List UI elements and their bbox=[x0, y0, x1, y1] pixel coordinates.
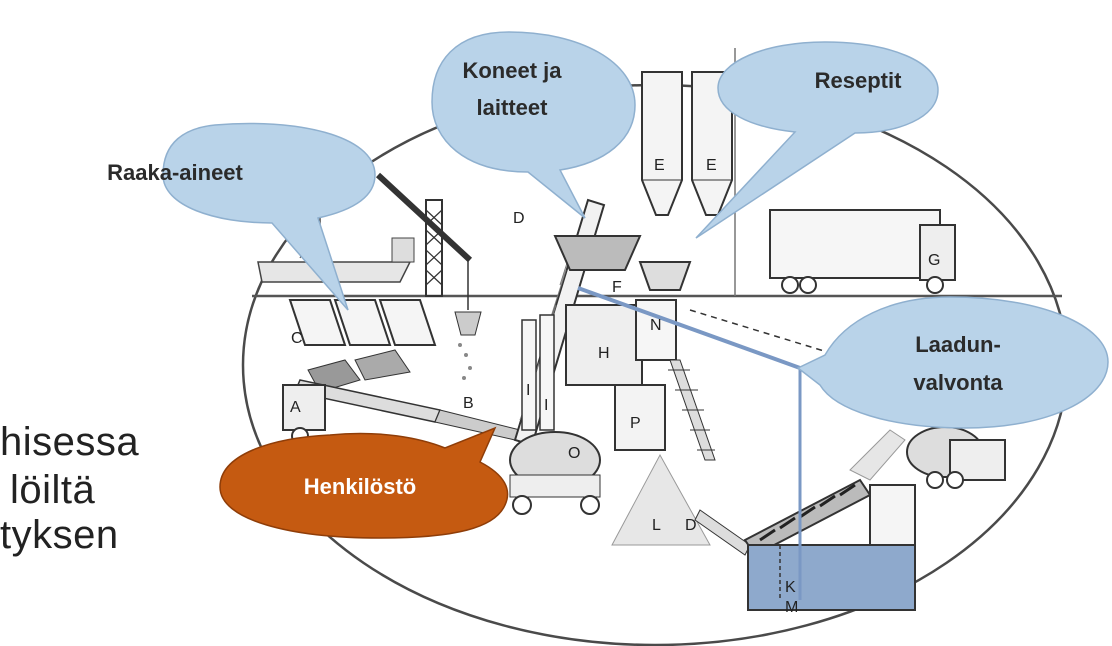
label-d2: D bbox=[685, 517, 697, 534]
label-a: A bbox=[290, 399, 301, 416]
label-l: L bbox=[652, 517, 661, 534]
label-i2: I bbox=[544, 397, 548, 414]
cement-truck bbox=[769, 209, 956, 294]
water-tank bbox=[747, 368, 916, 611]
side-text-line-3: tyksen bbox=[0, 513, 119, 557]
mixer-truck bbox=[509, 431, 601, 515]
crane-illustration bbox=[375, 172, 482, 380]
label-h: H bbox=[598, 345, 610, 362]
label-m: M bbox=[785, 599, 798, 616]
label-d: D bbox=[513, 210, 525, 227]
label-f: F bbox=[612, 279, 622, 296]
callout-recipes-text: Reseptit bbox=[815, 68, 902, 93]
callout-machines-line2: laitteet bbox=[477, 95, 549, 120]
label-e1: E bbox=[654, 157, 665, 174]
label-c: C bbox=[291, 330, 303, 347]
label-g: G bbox=[928, 252, 940, 269]
callout-raw-materials-text: Raaka-aineet bbox=[107, 160, 243, 185]
callout-personnel-text: Henkilöstö bbox=[304, 474, 416, 499]
stockpile-and-conveyor bbox=[611, 453, 751, 556]
label-p: P bbox=[630, 415, 641, 432]
callout-quality-line1: Laadun- bbox=[915, 332, 1001, 357]
label-b: B bbox=[463, 395, 474, 412]
callout-machines: Koneet ja laitteet bbox=[431, 31, 636, 219]
side-text-line-1: hisessa bbox=[0, 420, 140, 464]
callout-personnel: Henkilöstö bbox=[219, 426, 509, 539]
control-building bbox=[614, 359, 716, 461]
callout-recipes: Reseptit bbox=[695, 41, 939, 239]
loader-and-conveyor bbox=[282, 379, 521, 445]
right-mixer-truck bbox=[906, 426, 1006, 489]
label-k: K bbox=[785, 579, 796, 596]
label-n: N bbox=[650, 317, 662, 334]
callout-quality-control: Laadun- valvonta bbox=[796, 296, 1109, 429]
aggregate-bins bbox=[288, 299, 437, 393]
label-i1: I bbox=[526, 382, 530, 399]
cement-silos bbox=[641, 71, 733, 216]
mixer-tower bbox=[521, 235, 801, 431]
callout-machines-line1: Koneet ja bbox=[462, 58, 562, 83]
callout-raw-materials: Raaka-aineet bbox=[107, 122, 376, 311]
label-e2: E bbox=[706, 157, 717, 174]
label-o: O bbox=[568, 445, 580, 462]
side-text-line-2: löiltä bbox=[10, 468, 96, 512]
callout-quality-line2: valvonta bbox=[913, 370, 1003, 395]
